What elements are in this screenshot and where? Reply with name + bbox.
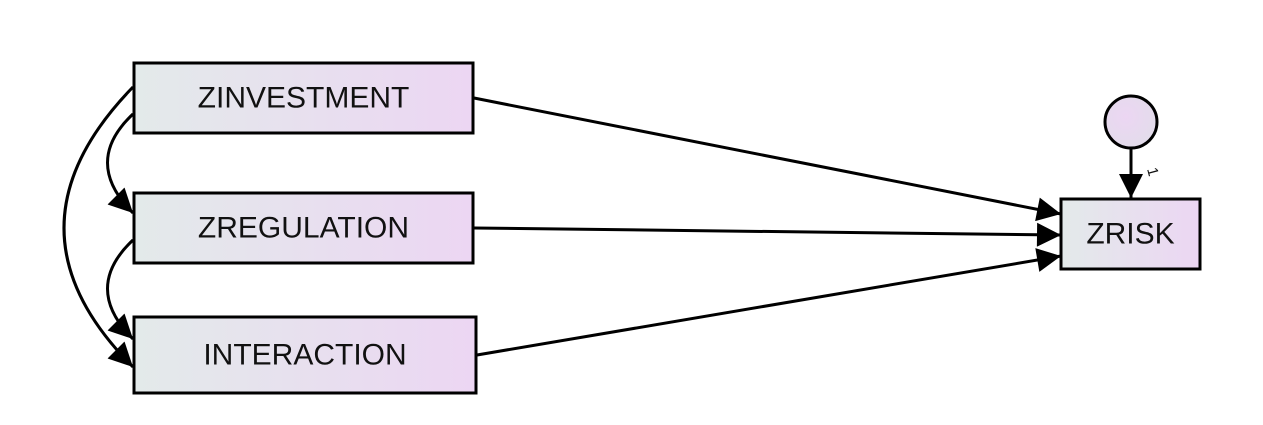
box-zrisk: ZRISK bbox=[1059, 197, 1202, 271]
path-zregulation-to-zrisk bbox=[473, 222, 1062, 247]
path-interaction-to-zrisk bbox=[476, 248, 1062, 357]
box-interaction: INTERACTION bbox=[132, 315, 478, 395]
covariance-zinvestment-interaction bbox=[62, 61, 159, 369]
box-label-zinvestment: ZINVESTMENT bbox=[198, 82, 410, 115]
box-label-interaction: INTERACTION bbox=[203, 339, 406, 372]
covariance-zinvestment-zregulation bbox=[106, 88, 159, 215]
box-zinvestment: ZINVESTMENT bbox=[132, 61, 475, 135]
box-label-zregulation: ZREGULATION bbox=[198, 212, 409, 245]
covariance-zregulation-interaction bbox=[106, 214, 159, 341]
box-label-zrisk: ZRISK bbox=[1086, 218, 1174, 251]
error-term-circle bbox=[1103, 94, 1159, 150]
path-zinvestment-to-zrisk bbox=[473, 96, 1062, 222]
box-zregulation: ZREGULATION bbox=[132, 191, 475, 265]
error-weight-label: 1 bbox=[1143, 166, 1162, 178]
